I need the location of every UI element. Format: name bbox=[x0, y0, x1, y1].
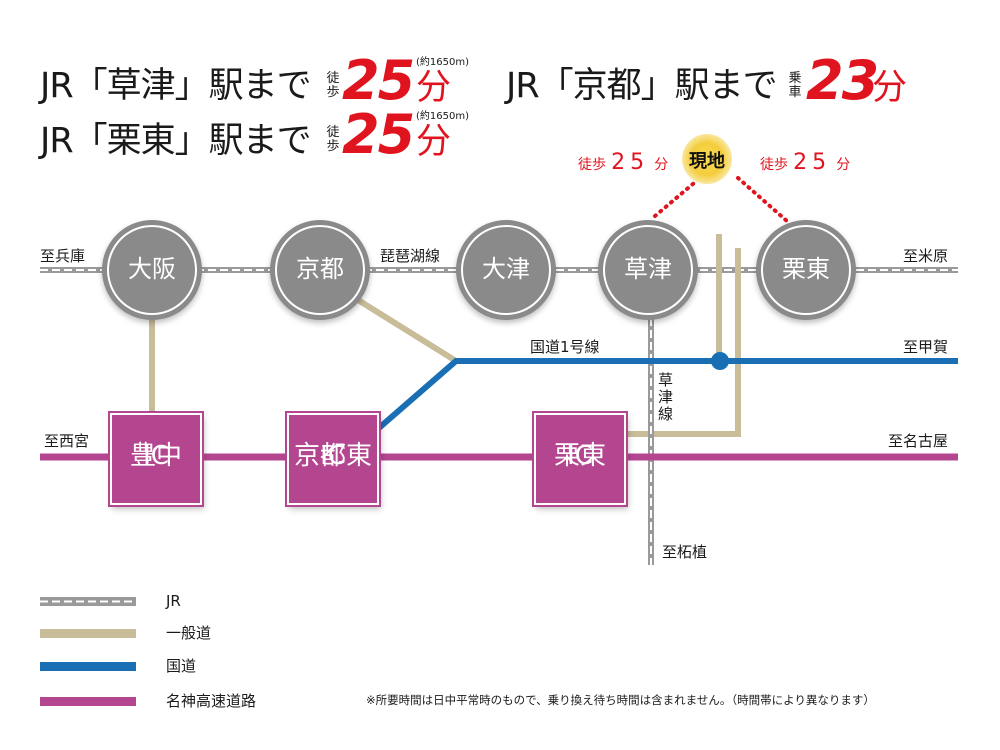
label-kusatsu-line-char: 草 bbox=[658, 371, 674, 389]
ic-ritto-line1: 栗東 bbox=[553, 441, 606, 471]
header-ritto-unit: 分 bbox=[416, 122, 452, 162]
legend-jr-label: JR bbox=[166, 592, 181, 610]
site-marker: 現地 bbox=[682, 134, 732, 184]
header-ritto-mode: 徒歩 bbox=[326, 125, 340, 154]
header-kusatsu-minutes: 25 bbox=[342, 49, 415, 112]
station-osaka: 大阪 bbox=[102, 220, 202, 320]
station-kyoto-label: 京都 bbox=[296, 255, 344, 283]
station-otsu: 大津 bbox=[456, 220, 556, 320]
footnote: ※所要時間は日中平常時のもので、乗り換え待ち時間は含まれません。（時間帯により異… bbox=[366, 693, 875, 707]
legend-jr-swatch bbox=[40, 597, 136, 606]
label-kusatsu-line: 草 津 線 bbox=[658, 372, 674, 423]
station-kyoto: 京都 bbox=[270, 220, 370, 320]
header-kusatsu-unit: 分 bbox=[416, 68, 452, 108]
station-ritto-label: 栗東 bbox=[782, 255, 830, 283]
label-to-nishinomiya: 至西宮 bbox=[44, 432, 90, 450]
walk-right-number: 25 bbox=[793, 150, 832, 175]
walk-left-prefix: 徒歩 bbox=[578, 157, 606, 173]
walk-path-ritto bbox=[736, 176, 790, 224]
label-to-koka: 至甲賀 bbox=[903, 338, 949, 356]
walk-time-right: 徒歩 25 分 bbox=[760, 150, 850, 175]
walk-time-left: 徒歩 25 分 bbox=[578, 150, 668, 175]
label-to-tsuge: 至柘植 bbox=[662, 543, 708, 561]
label-to-nagoya: 至名古屋 bbox=[888, 432, 949, 450]
station-ritto: 栗東 bbox=[756, 220, 856, 320]
legend-national-road-swatch bbox=[40, 662, 136, 671]
label-route1: 国道1号線 bbox=[530, 338, 600, 356]
header-kyoto-text: JR「京都」駅まで bbox=[506, 66, 778, 106]
legend-national-road-label: 国道 bbox=[166, 657, 197, 675]
header-kusatsu-distance: (約1650m) bbox=[416, 57, 469, 68]
road-ritto-ic-north bbox=[628, 248, 741, 437]
header-kyoto-mode: 乗車 bbox=[788, 71, 802, 100]
national-route-1 bbox=[370, 358, 958, 437]
header-kyoto-unit: 分 bbox=[872, 68, 908, 108]
legend-expressway-label: 名神高速道路 bbox=[166, 692, 257, 710]
header-ritto-text: JR「栗東」駅まで bbox=[40, 121, 312, 161]
walk-right-prefix: 徒歩 bbox=[760, 157, 788, 173]
header-kusatsu-text: JR「草津」駅まで bbox=[40, 66, 312, 106]
station-osaka-label: 大阪 bbox=[128, 255, 176, 283]
legend-general-road-label: 一般道 bbox=[166, 624, 212, 642]
route1-junction-dot bbox=[711, 352, 729, 370]
walk-left-number: 25 bbox=[611, 150, 650, 175]
header-kyoto-minutes: 23 bbox=[806, 49, 879, 112]
label-to-maibara: 至米原 bbox=[903, 247, 949, 265]
ic-kyoto-higashi-line1: 京都東 bbox=[293, 441, 372, 471]
label-kusatsu-line-char: 津 bbox=[658, 388, 674, 406]
ic-toyonaka-line1: 豊中 bbox=[129, 441, 182, 471]
walk-path-kusatsu bbox=[653, 176, 702, 218]
label-to-hyogo: 至兵庫 bbox=[40, 247, 86, 265]
legend-general-road-swatch bbox=[40, 629, 136, 638]
station-otsu-label: 大津 bbox=[482, 255, 530, 283]
ic-kyoto-higashi-line2: IC bbox=[320, 441, 346, 471]
walk-right-unit: 分 bbox=[836, 157, 851, 173]
legend-expressway-swatch bbox=[40, 697, 136, 706]
header-kusatsu-mode: 徒歩 bbox=[326, 71, 340, 100]
station-kusatsu-label: 草津 bbox=[624, 255, 672, 283]
road-kyoto-diagonal bbox=[356, 297, 458, 364]
label-biwako-line: 琵琶湖線 bbox=[380, 247, 441, 265]
header-ritto-minutes: 25 bbox=[342, 103, 415, 166]
label-kusatsu-line-char: 線 bbox=[658, 405, 674, 423]
station-kusatsu: 草津 bbox=[598, 220, 698, 320]
site-label: 現地 bbox=[689, 151, 725, 172]
ic-toyonaka-line2: IC bbox=[143, 441, 169, 471]
header-ritto-distance: (約1650m) bbox=[416, 111, 469, 122]
ic-ritto-line2: IC bbox=[567, 441, 593, 471]
walk-left-unit: 分 bbox=[654, 157, 669, 173]
